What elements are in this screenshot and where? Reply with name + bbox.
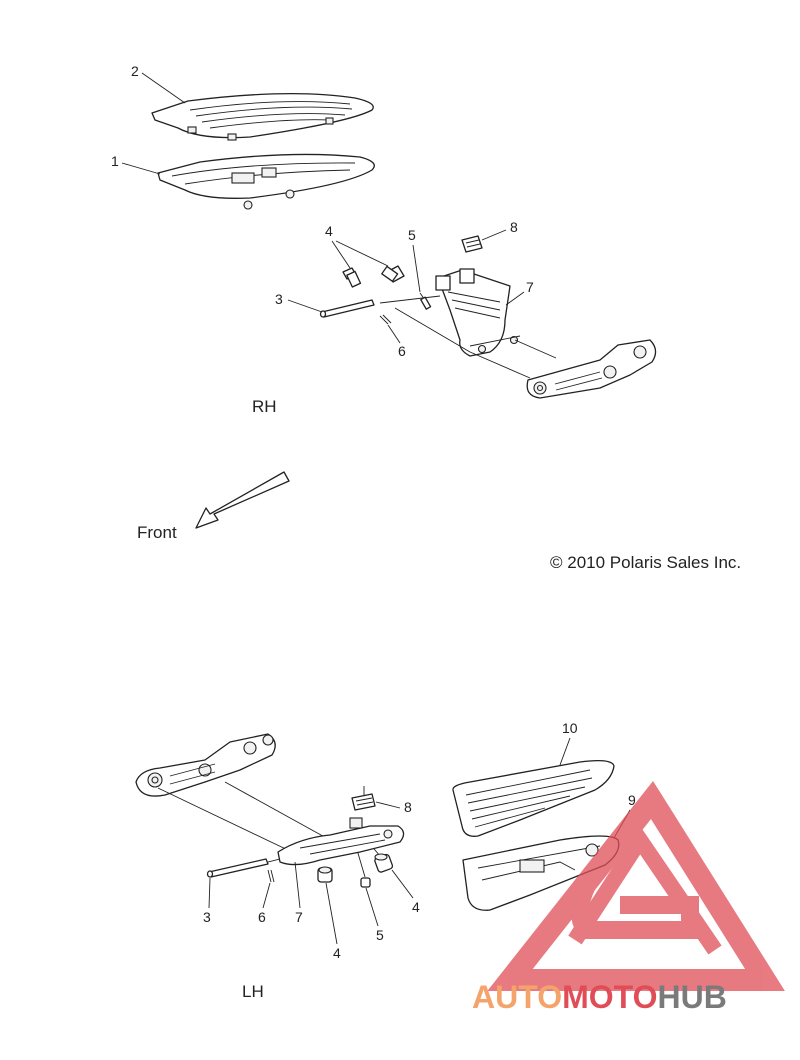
rh-rod-3 bbox=[319, 299, 375, 318]
rh-callout-4: 4 bbox=[325, 223, 389, 269]
watermark-logo-icon bbox=[487, 780, 785, 991]
rh-bracket-7 bbox=[435, 268, 521, 357]
rh-bolts bbox=[342, 265, 405, 288]
lh-floorboard-base bbox=[462, 835, 620, 911]
lh-callout-6: 6 bbox=[258, 882, 271, 925]
lh-callout-4-left: 4 bbox=[325, 882, 341, 961]
svg-text:3: 3 bbox=[203, 909, 211, 925]
lh-pin-5 bbox=[360, 877, 371, 888]
lh-bolt-4-right bbox=[374, 853, 394, 873]
svg-text:10: 10 bbox=[562, 720, 578, 736]
lh-bolt-4-left bbox=[317, 866, 333, 883]
watermark-text: AUTOMOTOHUB bbox=[472, 979, 727, 1015]
lh-callout-10: 10 bbox=[559, 720, 578, 766]
rh-callout-6: 6 bbox=[387, 324, 406, 359]
lh-callout-8: 8 bbox=[375, 799, 412, 815]
rh-label: RH bbox=[252, 397, 277, 416]
svg-text:9: 9 bbox=[628, 792, 636, 808]
front-arrow-icon bbox=[195, 471, 290, 529]
copyright-text: © 2010 Polaris Sales Inc. bbox=[550, 553, 741, 572]
rh-spring-8 bbox=[461, 235, 483, 253]
lh-assembly-lines bbox=[157, 781, 386, 878]
lh-floorboard-pad bbox=[452, 760, 615, 837]
lh-cotter-6 bbox=[267, 869, 275, 883]
svg-text:4: 4 bbox=[333, 945, 341, 961]
rh-floorboard-base bbox=[157, 153, 375, 210]
svg-text:4: 4 bbox=[325, 223, 333, 239]
rh-callout-2: 2 bbox=[131, 63, 186, 104]
lh-rod-3 bbox=[206, 858, 269, 878]
rh-callout-5: 5 bbox=[408, 227, 421, 293]
svg-text:1: 1 bbox=[111, 153, 119, 169]
svg-text:3: 3 bbox=[275, 291, 283, 307]
rh-floorboard-pad bbox=[151, 93, 374, 141]
lh-bracket-7 bbox=[277, 817, 405, 866]
svg-text:8: 8 bbox=[510, 219, 518, 235]
lh-callout-5: 5 bbox=[365, 887, 384, 943]
rh-callout-7: 7 bbox=[505, 279, 534, 306]
rh-cotter-6 bbox=[379, 314, 392, 325]
svg-text:2: 2 bbox=[131, 63, 139, 79]
svg-text:5: 5 bbox=[376, 927, 384, 943]
front-label: Front bbox=[137, 523, 177, 542]
svg-text:6: 6 bbox=[258, 909, 266, 925]
lh-callout-7: 7 bbox=[294, 861, 303, 925]
svg-text:6: 6 bbox=[398, 343, 406, 359]
rh-assembly-lines bbox=[379, 295, 557, 379]
svg-text:4: 4 bbox=[412, 899, 420, 915]
svg-text:8: 8 bbox=[404, 799, 412, 815]
svg-text:7: 7 bbox=[526, 279, 534, 295]
rh-callout-8: 8 bbox=[481, 219, 518, 241]
lh-spring-8 bbox=[351, 786, 376, 811]
rh-callout-1: 1 bbox=[111, 153, 161, 175]
rh-pin-5 bbox=[419, 292, 432, 310]
rh-callout-3: 3 bbox=[275, 291, 323, 313]
svg-text:5: 5 bbox=[408, 227, 416, 243]
rh-footrest-arm bbox=[526, 339, 657, 399]
lh-footrest-arm bbox=[135, 733, 276, 797]
lh-callout-3: 3 bbox=[203, 877, 211, 925]
svg-text:7: 7 bbox=[295, 909, 303, 925]
lh-label: LH bbox=[242, 982, 264, 1001]
lh-callout-4-right: 4 bbox=[391, 869, 420, 915]
